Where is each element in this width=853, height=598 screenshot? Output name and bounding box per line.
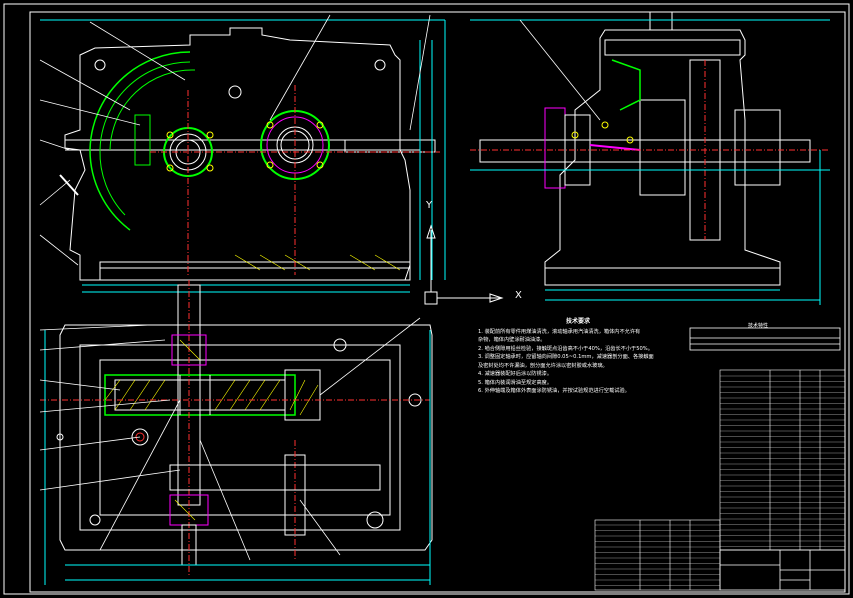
technical-requirements-notes: 技术要求 1. 装配前所有零件用煤油清洗，滚动轴承用汽油清洗，箱体内不允许有 杂…: [478, 318, 678, 396]
top-section-view: [40, 280, 433, 585]
view-direction-markers: [424, 224, 504, 305]
note-line: 杂物，箱体内壁涂耐油油漆。: [478, 337, 546, 343]
note-line: 及密封处均不许漏油，剖分面允许涂以密封胶或水玻璃。: [478, 362, 608, 369]
front-view: [40, 19, 446, 293]
note-line: 3. 调整固定轴承时，应留轴向间隙0.05~0.1mm，减速器剖分面、各接触面: [478, 354, 654, 360]
parts-list-table: [594, 369, 846, 591]
leader-lines: [39, 14, 601, 561]
notes-title: 技术要求: [565, 318, 590, 325]
x-axis-label: X: [515, 290, 522, 301]
tech-table-title: 技术特性: [748, 323, 769, 329]
note-line: 5. 箱体内装润滑油至规定高度。: [478, 379, 553, 386]
note-line: 2. 啮合侧隙用铅丝检验，接触斑点沿齿高不小于40%，沿齿长不小于50%。: [478, 345, 653, 352]
y-axis-label: Y: [426, 200, 433, 211]
tech-characteristics-table: [689, 327, 841, 351]
parts-list-rows: [595, 375, 845, 586]
side-view: [470, 11, 830, 305]
sheet-border: [3, 3, 850, 595]
note-line: 6. 外伸轴端及箱体外表面涂防锈油，并按试验规范进行空载试验。: [478, 388, 630, 394]
note-line: 4. 减速器装配好后涂以防锈漆。: [478, 371, 553, 377]
title-block: [719, 549, 846, 591]
note-line: 1. 装配前所有零件用煤油清洗，滚动轴承用汽油清洗，箱体内不允许有: [478, 328, 641, 335]
